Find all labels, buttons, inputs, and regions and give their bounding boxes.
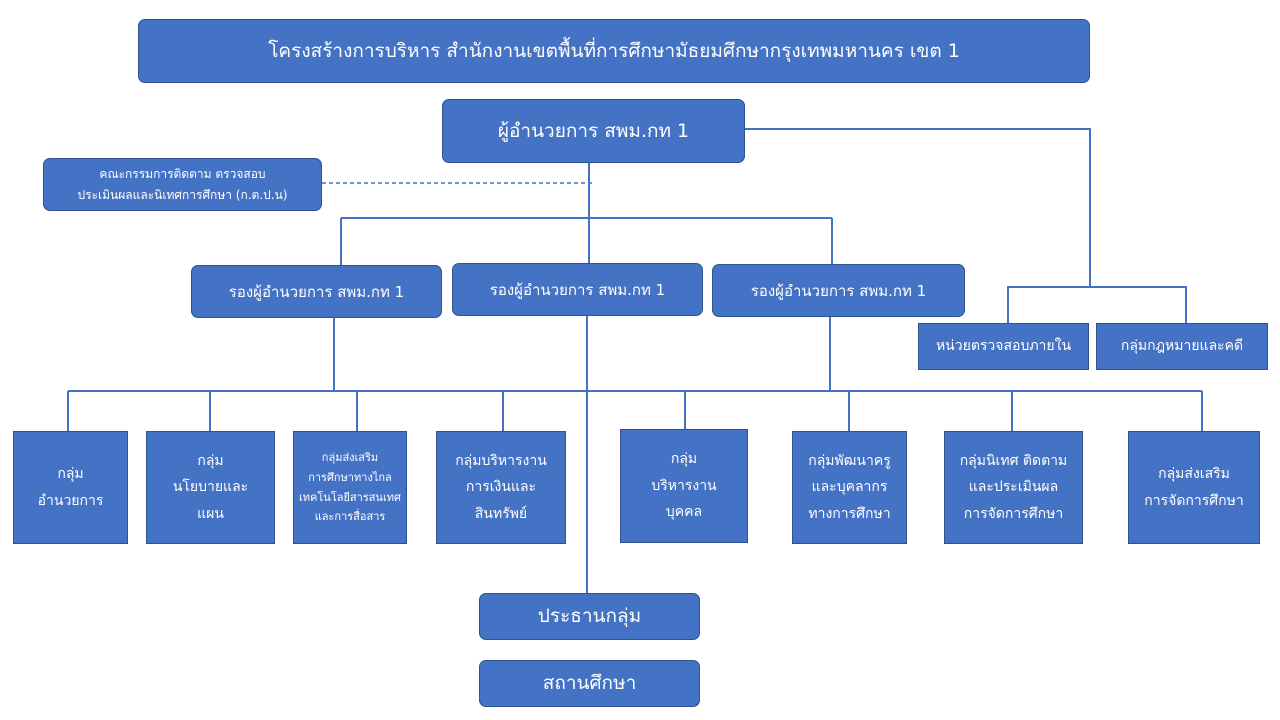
group-box-education-promotion: กลุ่มส่งเสริม การจัดการศึกษา [1128, 431, 1260, 544]
group-box-distance-education-ict: กลุ่มส่งเสริม การศึกษาทางไกล เทคโนโลยีสา… [293, 431, 407, 544]
group-line: นโยบายและ [172, 479, 249, 496]
group-line: บุคคล [665, 504, 703, 521]
group-line: การจัดการศึกษา [963, 505, 1064, 522]
deputy-director-box-left: รองผู้อำนวยการ สพม.กท 1 [191, 265, 442, 318]
group-box-administration: กลุ่ม อำนวยการ [13, 431, 128, 544]
group-box-finance-assets: กลุ่มบริหารงาน การเงินและ สินทรัพย์ [436, 431, 566, 544]
deputy-label: รองผู้อำนวยการ สพม.กท 1 [750, 281, 927, 300]
deputy-label: รองผู้อำนวยการ สพม.กท 1 [489, 280, 666, 299]
unit-label: หน่วยตรวจสอบภายใน [935, 338, 1072, 355]
chair-label: ประธานกลุ่ม [537, 605, 642, 628]
group-line: กลุ่ม [197, 452, 224, 469]
school-box: สถานศึกษา [479, 660, 700, 707]
group-chair-box: ประธานกลุ่ม [479, 593, 700, 640]
group-line: และการสื่อสาร [314, 510, 386, 524]
group-box-supervision-evaluation: กลุ่มนิเทศ ติดตาม และประเมินผล การจัดการ… [944, 431, 1083, 544]
group-line: การเงินและ [465, 479, 537, 496]
committee-line: คณะกรรมการติดตาม ตรวจสอบ [99, 167, 266, 182]
group-line: การจัดการศึกษา [1144, 492, 1244, 509]
school-label: สถานศึกษา [542, 672, 637, 695]
chart-title-box: โครงสร้างการบริหาร สำนักงานเขตพื้นที่การ… [138, 19, 1090, 83]
group-line: การศึกษาทางไกล [308, 470, 392, 484]
deputy-label: รองผู้อำนวยการ สพม.กท 1 [228, 282, 405, 301]
group-line: สินทรัพย์ [474, 505, 528, 522]
group-line: และประเมินผล [968, 479, 1059, 496]
chart-title: โครงสร้างการบริหาร สำนักงานเขตพื้นที่การ… [268, 39, 960, 62]
group-line: บริหารงาน [651, 477, 717, 494]
group-line: กลุ่มส่งเสริม [321, 450, 379, 464]
group-line: กลุ่ม [670, 451, 698, 468]
director-box: ผู้อำนวยการ สพม.กท 1 [442, 99, 745, 163]
group-line: กลุ่มนิเทศ ติดตาม [959, 452, 1068, 469]
group-line: กลุ่ม [57, 465, 84, 482]
deputy-director-box-right: รองผู้อำนวยการ สพม.กท 1 [712, 264, 965, 317]
group-line: แผน [197, 505, 224, 522]
group-line: กลุ่มบริหารงาน [455, 452, 547, 469]
internal-audit-unit-box: หน่วยตรวจสอบภายใน [918, 323, 1089, 370]
director-label: ผู้อำนวยการ สพม.กท 1 [497, 119, 690, 142]
right-branch-line [745, 128, 1091, 287]
group-box-policy-plan: กลุ่ม นโยบายและ แผน [146, 431, 275, 544]
group-line: และบุคลากร [811, 479, 888, 496]
units-bus-line [1007, 286, 1187, 323]
unit-label: กลุ่มกฎหมายและคดี [1120, 338, 1244, 355]
group-line: กลุ่มส่งเสริม [1158, 465, 1230, 482]
committee-line: ประเมินผลและนิเทศการศึกษา (ก.ต.ป.น) [77, 187, 288, 202]
committee-box: คณะกรรมการติดตาม ตรวจสอบ ประเมินผลและนิเ… [43, 158, 322, 211]
group-box-personnel: กลุ่ม บริหารงาน บุคคล [620, 429, 748, 543]
group-line: ทางการศึกษา [808, 505, 891, 522]
group-line: กลุ่มพัฒนาครู [808, 452, 891, 469]
group-line: อำนวยการ [37, 492, 104, 509]
group-line: เทคโนโลยีสารสนเทศ [299, 490, 401, 504]
deputy-director-box-middle: รองผู้อำนวยการ สพม.กท 1 [452, 263, 703, 316]
group-box-teacher-development: กลุ่มพัฒนาครู และบุคลากร ทางการศึกษา [792, 431, 907, 544]
legal-group-box: กลุ่มกฎหมายและคดี [1096, 323, 1268, 370]
